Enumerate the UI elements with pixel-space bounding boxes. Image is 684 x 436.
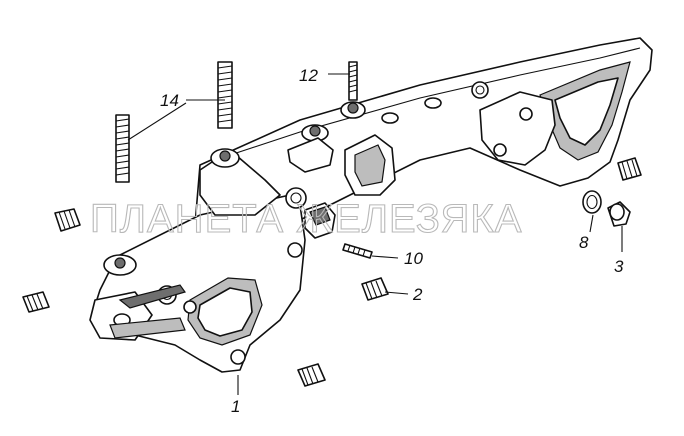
- callout-14: 14: [160, 91, 179, 110]
- leader-lines: [127, 73, 623, 395]
- callout-2: 2: [412, 285, 423, 304]
- watermark-text: ПЛАНЕТА ЖЕЛЕЗЯКА: [90, 197, 522, 241]
- plug-bottom: [297, 363, 326, 387]
- stud-12: [348, 61, 358, 101]
- plug-2: [361, 277, 389, 301]
- callout-12: 12: [299, 66, 318, 85]
- plug-3: [607, 201, 631, 227]
- plug-right: [617, 157, 642, 181]
- washer-8: [582, 190, 602, 214]
- stud-14-right: [217, 61, 233, 129]
- plug-left-bottom: [22, 291, 50, 313]
- plug-left-top: [54, 208, 81, 232]
- callout-10: 10: [404, 249, 423, 268]
- stud-14-left: [115, 114, 130, 183]
- callout-3: 3: [614, 257, 624, 276]
- manifold-left-flange: [89, 148, 336, 373]
- callout-8: 8: [579, 233, 589, 252]
- pin-10: [342, 243, 373, 259]
- callout-1: 1: [231, 397, 240, 416]
- manifold-body: [194, 37, 653, 251]
